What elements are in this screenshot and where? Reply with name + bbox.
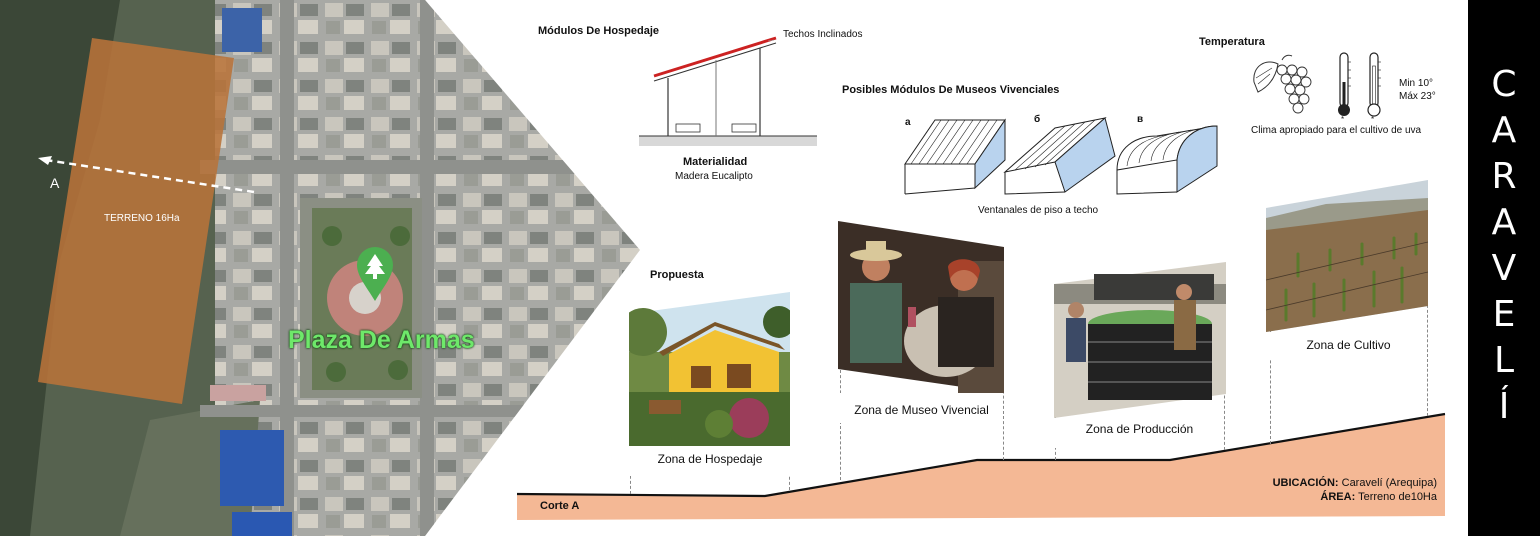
section-arrow-icon <box>38 156 255 194</box>
grapes-icon <box>1253 54 1312 114</box>
zone-label-panel <box>1270 332 1427 360</box>
sidebar-letter: A <box>1491 202 1517 243</box>
sidebar-letter: C <box>1491 64 1517 105</box>
temperature-max: Máx 23° <box>1399 91 1436 102</box>
material-title: Materialidad <box>683 156 748 168</box>
area-label: ÁREA: <box>1320 491 1356 503</box>
zone-divider <box>840 370 841 480</box>
museum-variant-a: a <box>905 117 911 128</box>
svg-text:*: * <box>1341 115 1344 122</box>
title-sidebar: C A R A V E L Í <box>1468 0 1540 536</box>
section-ground-profile <box>516 412 1446 520</box>
material-value: Madera Eucalipto <box>675 171 753 182</box>
thermometer-max-icon: * <box>1367 52 1381 122</box>
museos-title: Posibles Módulos De Museos Vivenciales <box>842 84 1060 96</box>
museum-variant-c: в <box>1137 114 1144 125</box>
hospedaje-title: Módulos De Hospedaje <box>538 25 660 37</box>
sidebar-letter: A <box>1491 110 1517 151</box>
temperatura-title: Temperatura <box>1199 36 1265 48</box>
museum-variant-b: б <box>1034 114 1041 125</box>
area-line: ÁREA: Terreno de10Ha <box>1262 491 1437 503</box>
zone-label-cultivo: Zona de Cultivo <box>1306 338 1391 352</box>
zone-divider <box>1270 320 1271 444</box>
sidebar-letter: R <box>1491 156 1517 197</box>
roof-note: Techos Inclinados <box>783 29 863 40</box>
ubicacion-label: UBICACIÓN: <box>1272 477 1339 489</box>
zone-label-panel <box>1055 418 1224 448</box>
zone-label-panel <box>840 393 1003 423</box>
sidebar-letter: L <box>1493 340 1515 381</box>
zone-label-produccion: Zona de Producción <box>1085 422 1194 436</box>
museum-modules-drawing <box>904 117 1218 195</box>
zone-divider <box>1427 300 1428 416</box>
corte-label: Corte A <box>540 500 580 512</box>
zone-label-museo: Zona de Museo Vivencial <box>854 403 989 417</box>
zone-label-hospedaje: Zona de Hospedaje <box>657 452 763 466</box>
area-value: Terreno de10Ha <box>1355 491 1437 503</box>
temperatura-caption: Clima apropiado para el cultivo de uva <box>1251 125 1422 136</box>
map-pin-icon <box>357 247 393 301</box>
thermometer-min-icon: * <box>1338 52 1351 122</box>
ubicacion-value: Caravelí (Arequipa) <box>1338 477 1437 489</box>
propuesta-title: Propuesta <box>650 269 704 281</box>
ubicacion-line: UBICACIÓN: Caravelí (Arequipa) <box>1262 477 1437 489</box>
zone-divider <box>1003 370 1004 460</box>
satellite-map <box>0 0 640 536</box>
svg-text:*: * <box>1371 115 1374 122</box>
produccion-photo <box>1054 262 1226 418</box>
museos-caption: Ventanales de piso a techo <box>978 205 1099 216</box>
terrain-site-overlay <box>38 38 234 404</box>
zone-divider <box>1224 380 1225 450</box>
sidebar-letter: V <box>1491 248 1517 289</box>
sidebar-title: C A R A V E L Í <box>1468 62 1540 430</box>
hospedaje-photo <box>629 292 790 446</box>
zone-label-panel <box>630 446 790 476</box>
sidebar-letter: E <box>1492 294 1516 335</box>
site-area-label: TERRENO 16Ha <box>104 213 180 224</box>
temperature-min: Min 10° <box>1399 78 1434 89</box>
cultivo-photo <box>1266 180 1428 332</box>
plaza-label: Plaza De Armas <box>288 326 475 354</box>
section-marker-label: A <box>50 175 60 191</box>
map-area: A TERRENO 16Ha Plaza De Armas <box>0 0 640 536</box>
hospedaje-module-drawing <box>639 36 817 146</box>
sidebar-letter: Í <box>1498 386 1510 427</box>
museo-photo <box>838 221 1004 393</box>
